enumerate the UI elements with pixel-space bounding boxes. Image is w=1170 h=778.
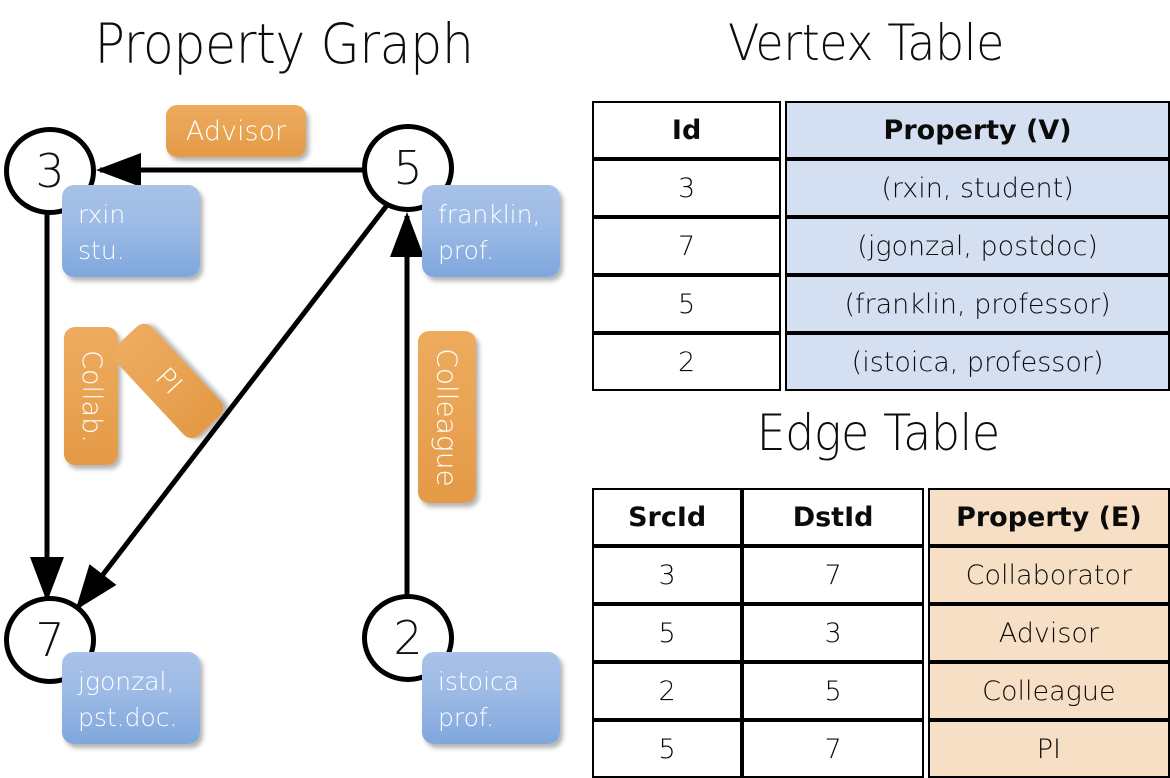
vertex-prop-line-1: jgonzal, [78,667,175,696]
page-title-property-graph: Property Graph [94,12,474,76]
table-row[interactable]: 7 (jgonzal, postdoc) [592,217,1170,275]
table-row[interactable]: 5 7 PI [592,720,1170,778]
node-3-label: 3 [35,144,65,198]
edge-cell-srcid: 5 [592,720,743,778]
property-graph-panel: Property Graph 3 5 7 2 rxin stu. frankli… [0,0,585,760]
node-7-label: 7 [35,613,65,667]
edge-label-collab[interactable]: Collab. [64,327,118,465]
edge-cell-property: Collaborator [927,546,1170,604]
vertex-property-box-istoica[interactable]: istoica prof. [422,652,560,744]
edge-cell-property: Colleague [927,662,1170,720]
table-row[interactable]: 3 7 Collaborator [592,546,1170,604]
edge-label-colleague[interactable]: Colleague [418,331,476,503]
vertex-prop-line-2: pst.doc. [78,703,178,732]
edge-cell-srcid: 2 [592,662,743,720]
vertex-cell-id: 2 [592,333,782,391]
vertex-cell-property: (franklin, professor) [785,275,1170,333]
edge-table-header-property: Property (E) [927,488,1170,546]
table-row[interactable]: 5 3 Advisor [592,604,1170,662]
vertex-prop-line-1: istoica [438,667,520,696]
edge-label-advisor[interactable]: Advisor [166,105,306,157]
edge-table-header-row: SrcId DstId Property (E) [592,488,1170,546]
vertex-cell-id: 7 [592,217,782,275]
edge-cell-dstid: 7 [742,546,924,604]
vertex-cell-property: (rxin, student) [785,159,1170,217]
table-row[interactable]: 3 (rxin, student) [592,159,1170,217]
vertex-table: Id Property (V) 3 (rxin, student) 7 (jgo… [592,101,1170,391]
edge-cell-property: PI [927,720,1170,778]
graph-edges-svg [30,153,424,611]
vertex-prop-line-2: stu. [78,236,125,265]
vertex-property-box-rxin[interactable]: rxin stu. [62,185,200,277]
vertex-table-header-id: Id [592,101,782,159]
node-5-label: 5 [393,141,423,195]
edge-table: SrcId DstId Property (E) 3 7 Collaborato… [592,488,1170,778]
edge-cell-srcid: 3 [592,546,743,604]
edge-pi-5-to-7 [75,198,393,611]
node-5[interactable]: 5 [362,124,454,212]
edge-table-header-srcid: SrcId [592,488,743,546]
vertex-property-box-jgonzal[interactable]: jgonzal, pst.doc. [62,652,200,744]
vertex-prop-line-2: prof. [438,703,494,732]
edge-label-collab-text: Collab. [75,349,107,443]
edge-cell-property: Advisor [927,604,1170,662]
vertex-cell-property: (jgonzal, postdoc) [785,217,1170,275]
edge-label-pi-text: PI [148,361,188,401]
page-title-vertex-table: Vertex Table [727,14,1004,72]
node-2[interactable]: 2 [362,594,454,682]
edge-cell-srcid: 5 [592,604,743,662]
edge-label-colleague-text: Colleague [430,347,464,487]
vertex-cell-id: 5 [592,275,782,333]
page-title-edge-table: Edge Table [756,404,1001,462]
node-2-label: 2 [393,611,423,665]
table-row[interactable]: 5 (franklin, professor) [592,275,1170,333]
vertex-prop-line-1: franklin, [438,200,541,229]
table-row[interactable]: 2 (istoica, professor) [592,333,1170,391]
vertex-prop-line-1: rxin [78,200,126,229]
edge-cell-dstid: 3 [742,604,924,662]
table-row[interactable]: 2 5 Colleague [592,662,1170,720]
edge-cell-dstid: 5 [742,662,924,720]
vertex-prop-line-2: prof. [438,236,494,265]
edge-table-header-dstid: DstId [742,488,924,546]
edge-label-advisor-text: Advisor [185,115,287,147]
edge-cell-dstid: 7 [742,720,924,778]
vertex-table-header-row: Id Property (V) [592,101,1170,159]
vertex-property-box-franklin[interactable]: franklin, prof. [422,185,560,277]
vertex-cell-property: (istoica, professor) [785,333,1170,391]
vertex-table-header-property: Property (V) [785,101,1170,159]
vertex-cell-id: 3 [592,159,782,217]
